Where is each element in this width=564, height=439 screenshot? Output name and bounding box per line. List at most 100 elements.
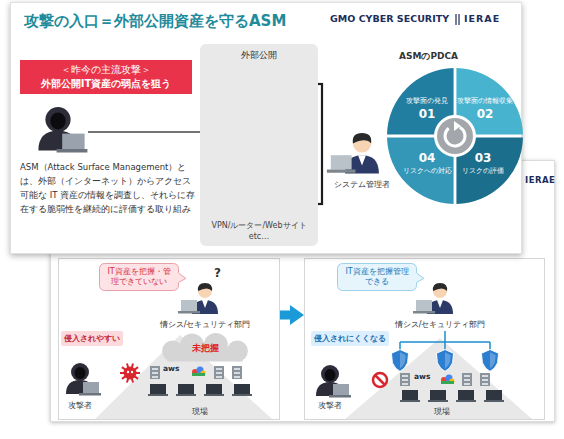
laptop-icon — [456, 390, 476, 402]
text-slot: リスクへの対応 — [403, 167, 452, 175]
server-bay — [402, 383, 408, 385]
shield-highlight — [400, 352, 406, 368]
attack-banner: ＜昨今の主流攻撃＞外部公開IT資産の弱点を狙う — [20, 60, 192, 94]
cycle-arrowhead — [454, 121, 461, 131]
text-slot: 情シス/セキュリティ部門 — [160, 319, 251, 330]
malware-body — [124, 367, 137, 380]
person-icon — [413, 283, 453, 314]
laptop-base — [148, 394, 168, 396]
node-text: 03 — [475, 152, 492, 165]
logo-divider — [455, 14, 456, 25]
pdca-segment — [456, 137, 523, 204]
server-icon — [400, 373, 410, 386]
server-bay — [234, 372, 240, 374]
blocked-ring — [373, 373, 387, 387]
server-bay — [216, 376, 222, 378]
laptop-base — [327, 170, 356, 173]
shield-icon — [391, 350, 408, 372]
bubble-tail — [416, 273, 424, 283]
node-text: 外部公開IT資産の弱点を狙う — [24, 77, 188, 91]
person-icon — [178, 283, 218, 314]
server-body — [462, 373, 472, 386]
text-slot: 03 — [475, 152, 492, 165]
laptop-base — [232, 394, 252, 396]
shield-icon — [436, 350, 453, 372]
public-zone-panel: 外部公開 VPN/ルーター/Webサイト etc… — [200, 44, 318, 246]
server-body — [232, 366, 242, 379]
unknown-cloud: 未把握 — [151, 333, 259, 363]
server-body — [480, 373, 490, 386]
cloud-provider-label: aws — [163, 364, 179, 373]
laptop-screen — [458, 390, 474, 400]
server-bay — [216, 372, 222, 374]
pdca-step: 攻撃面の発見 01 — [387, 68, 455, 136]
laptop-screen — [206, 384, 222, 394]
bubble-tail — [178, 273, 186, 283]
server-bay — [464, 379, 470, 381]
person-hair — [353, 133, 371, 143]
laptop-base — [204, 394, 224, 396]
laptop-screen — [402, 390, 418, 400]
node-text: 現場 — [192, 406, 208, 417]
text-slot: 攻撃面の発見 — [406, 97, 448, 105]
pdca-step: 03 リスクの評価 — [455, 136, 523, 204]
text-slot: ? — [214, 266, 221, 280]
pdca-step: 04 リスクへの対応 — [387, 136, 455, 204]
cloud-base — [192, 373, 205, 376]
laptop-icon — [400, 390, 420, 402]
person-shirt — [358, 155, 366, 165]
node-text: 情シス/セキュリティ部門 — [395, 319, 486, 330]
laptop-base — [413, 311, 435, 314]
attacker-face — [75, 367, 86, 379]
laptop-screen — [62, 134, 84, 149]
shield-highlight — [490, 352, 496, 368]
laptop-screen — [430, 390, 446, 400]
node-text: 未把握 — [192, 342, 219, 355]
text-slot: リスクの評価 — [462, 167, 504, 175]
text-slot: aws — [414, 372, 430, 381]
node-text: IT資産を把握管理できる — [342, 267, 412, 287]
cloud-service-icon — [192, 367, 206, 377]
attacker-icon — [38, 107, 87, 153]
node-text: 01 — [419, 108, 436, 121]
text-slot: 外部公開IT資産の弱点を狙う — [24, 77, 188, 91]
laptop-screen — [83, 382, 99, 393]
node-text: 04 — [419, 152, 436, 165]
server-bay — [216, 368, 222, 370]
server-body — [214, 366, 224, 379]
laptop-icon — [232, 384, 252, 396]
description-text: ASM（Attack Surface Management）とは、外部（インター… — [20, 160, 198, 216]
server-icon — [232, 366, 242, 379]
blocked-icon — [373, 373, 387, 387]
defense-tag: 侵入されにくくなる — [311, 331, 389, 346]
node-text: 攻撃面の発見 — [406, 97, 448, 105]
laptop-icon — [148, 384, 168, 396]
cycle-center — [437, 118, 473, 154]
cloud-base — [441, 381, 454, 384]
laptop-icon — [176, 384, 196, 396]
text-slot: VPN/ルーター/Webサイト etc… — [210, 220, 308, 242]
attacker-hood — [71, 363, 89, 381]
text-slot: 外部公開 — [241, 49, 277, 62]
bubble-seam — [177, 273, 179, 282]
person-icon — [327, 133, 379, 173]
cloud-provider-label: aws — [414, 372, 430, 381]
malware-eye — [131, 371, 133, 373]
text-slot: 攻撃者 — [318, 400, 342, 411]
node-text: ASMのPDCA — [399, 50, 458, 63]
server-bay — [464, 383, 470, 385]
laptop-screen — [178, 384, 194, 394]
text-slot: 02 — [477, 108, 494, 121]
text-slot: ＜昨今の主流攻撃＞ — [24, 63, 188, 77]
shield-icon — [481, 350, 498, 372]
server-bay — [482, 383, 488, 385]
management-link — [399, 342, 401, 350]
node-text: 02 — [477, 108, 494, 121]
text-slot: IT資産を把握・管理できていない — [104, 267, 174, 287]
laptop-screen — [234, 384, 250, 394]
risk-tag: 侵入されやすい — [61, 331, 123, 346]
node-text: 攻撃面の情報収集 — [457, 97, 513, 105]
node-text: ＜昨今の主流攻撃＞ — [24, 63, 188, 77]
